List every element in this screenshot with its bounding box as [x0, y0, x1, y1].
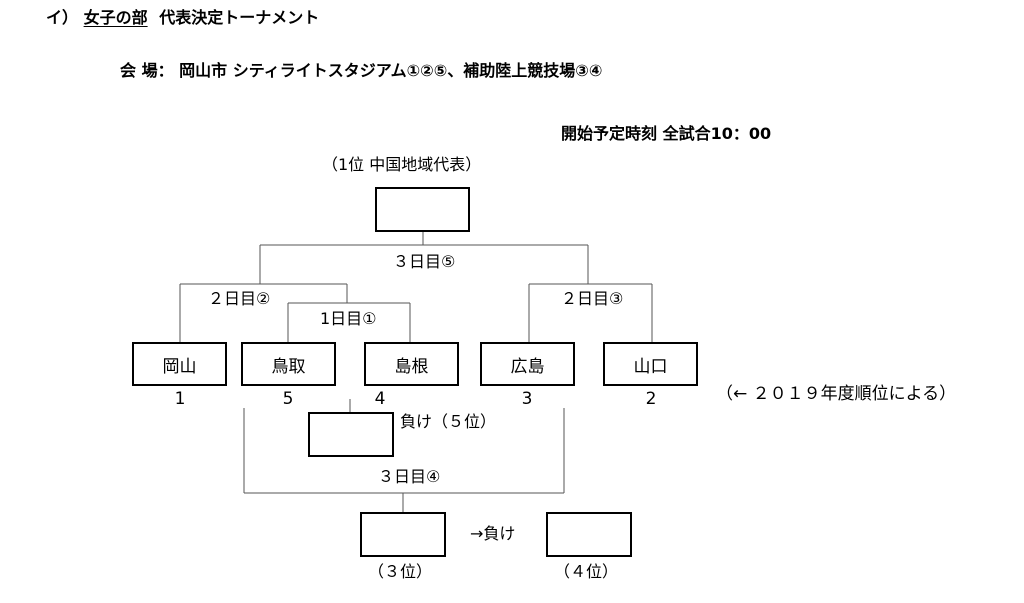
round-label-day2-left: ２日目② — [208, 289, 271, 308]
round-label-day3-third: ３日目④ — [378, 467, 441, 486]
round-label-day1: 1日目① — [320, 309, 377, 328]
champion-box — [375, 187, 470, 232]
ranking-note: （← ２０１９年度順位による） — [716, 384, 957, 404]
team-box-okayama: 岡山 — [132, 342, 227, 386]
heading-suffix: 代表決定トーナメント — [159, 8, 320, 27]
round-label-day2-right: ２日目③ — [561, 289, 624, 308]
seed-shimane: 4 — [374, 389, 386, 409]
fifth-place-box — [308, 412, 394, 457]
team-box-yamaguchi: 山口 — [603, 342, 698, 386]
fourth-place-box — [546, 512, 632, 557]
team-box-shimane: 島根 — [364, 342, 459, 386]
third-place-box — [360, 512, 446, 557]
section-heading: イ） 女子の部 代表決定トーナメント — [46, 10, 319, 26]
heading-prefix: イ） — [46, 8, 79, 27]
team-box-hiroshima: 広島 — [480, 342, 575, 386]
third-place-label: （３位） — [368, 562, 433, 581]
seed-okayama: 1 — [174, 389, 186, 409]
seed-hiroshima: 3 — [521, 389, 533, 409]
loser-arrow-label: →負け — [470, 524, 516, 543]
fifth-place-label: 負け（５位） — [400, 412, 497, 431]
top-seed-label: （1位 中国地域代表） — [322, 155, 482, 174]
venue-line: 会 場： 岡山市 シティライトスタジアム①②⑤、補助陸上競技場③④ — [120, 61, 603, 80]
start-time: 開始予定時刻 全試合10：00 — [561, 124, 772, 143]
team-box-tottori: 鳥取 — [241, 342, 336, 386]
fourth-place-label: （４位） — [554, 562, 619, 581]
seed-yamaguchi: 2 — [645, 389, 657, 409]
round-label-day3-final: ３日目⑤ — [393, 252, 456, 271]
seed-tottori: 5 — [282, 389, 294, 409]
heading-section: 女子の部 — [83, 8, 148, 27]
